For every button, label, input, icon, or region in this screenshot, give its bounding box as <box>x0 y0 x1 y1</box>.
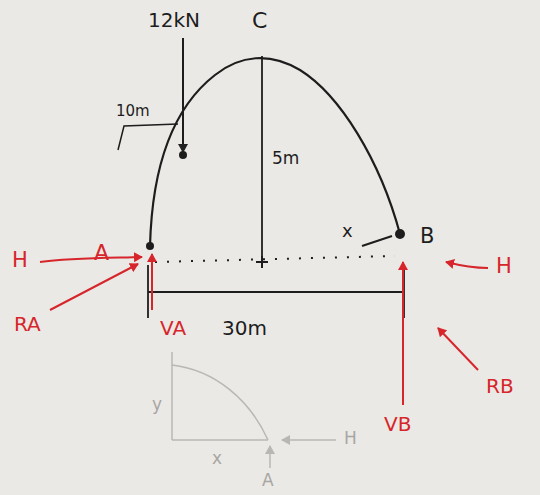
horizontal-thrust <box>446 262 488 268</box>
support-label: A <box>94 242 109 264</box>
force-label: RB <box>486 376 514 396</box>
dimension-line <box>148 291 404 293</box>
point-label: A <box>262 472 274 489</box>
load-point <box>179 151 187 159</box>
sketch-arrow <box>269 446 271 468</box>
span-line <box>155 256 395 262</box>
variable-label: y <box>152 396 162 413</box>
force-label: RA <box>14 314 41 334</box>
sketch-curve <box>172 365 268 440</box>
force-label: H <box>496 256 512 277</box>
support-label: B <box>420 226 434 247</box>
rise-line <box>261 56 263 262</box>
vertical-reaction <box>402 262 404 405</box>
support-a <box>146 242 154 250</box>
load-arrow <box>182 38 184 152</box>
sketch-axis <box>172 439 268 441</box>
x-line <box>362 236 392 246</box>
force-label: H <box>12 250 28 271</box>
dimension-line <box>118 124 178 150</box>
reaction-arrow <box>438 328 478 370</box>
reaction-arrow <box>50 264 138 310</box>
support-b <box>395 229 405 239</box>
dimension-label: 10m <box>116 104 150 119</box>
force-label: H <box>344 430 357 447</box>
dimension-label: 30m <box>222 318 267 338</box>
variable-label: x <box>342 222 353 240</box>
variable-label: x <box>212 450 222 467</box>
load-label: 12kN <box>148 10 200 30</box>
vertical-reaction <box>151 254 153 310</box>
origin-mark <box>256 256 268 268</box>
horizontal-thrust <box>40 257 142 262</box>
sketch-arrow <box>282 439 336 441</box>
dimension-tick <box>147 265 149 318</box>
force-label: VB <box>384 414 411 434</box>
force-label: VA <box>160 318 186 338</box>
dimension-label: 5m <box>272 150 299 167</box>
arch-curve <box>150 58 400 246</box>
point-label: C <box>252 10 267 32</box>
